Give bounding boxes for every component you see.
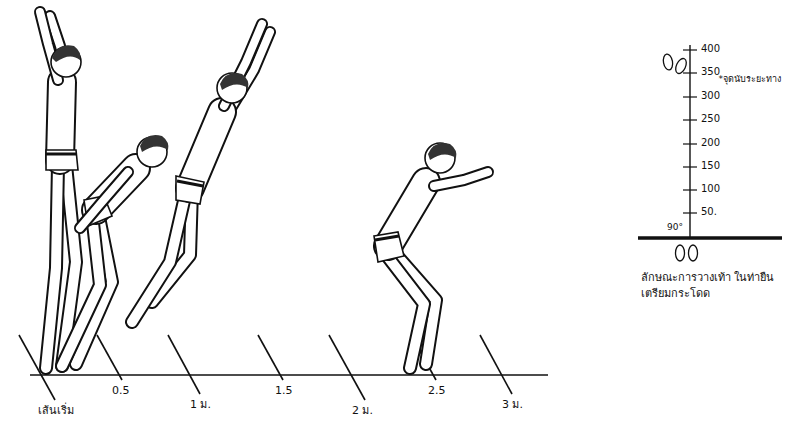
leg (384, 252, 424, 368)
scale-number: 50. (701, 206, 717, 218)
footprint (676, 245, 685, 261)
leg (62, 214, 100, 366)
hair (428, 143, 456, 160)
torso (60, 82, 62, 160)
leg (46, 165, 58, 368)
distance-mark (329, 335, 365, 400)
jumper-figure (62, 135, 168, 366)
footprint (689, 245, 698, 261)
belt (177, 181, 203, 186)
leg (62, 214, 100, 366)
belt (375, 236, 399, 240)
measuring-scale (638, 45, 782, 261)
jumper-figure (374, 143, 488, 368)
distance-label: เส้นเริ่ม (38, 404, 74, 417)
measuring-point-note: *จุดนับระยะทาง (719, 74, 782, 85)
distance-label: 1.5 (275, 384, 293, 397)
scale-number: 350 (701, 66, 720, 78)
scale-axis (689, 45, 690, 237)
torso (60, 82, 62, 160)
distance-label: 3 ม. (502, 398, 523, 411)
scale-tick (683, 166, 697, 167)
belt (46, 153, 77, 156)
distance-label: 2.5 (428, 384, 446, 397)
arm (434, 172, 488, 186)
torso (190, 112, 222, 188)
scale-number: 400 (701, 43, 720, 55)
start-line (638, 236, 782, 240)
torso (190, 112, 222, 188)
footprint (662, 53, 674, 70)
hair (220, 73, 248, 90)
scale-number: 200 (701, 137, 720, 149)
shorts (176, 176, 204, 204)
shorts (374, 232, 404, 262)
angle-label: 90° (667, 222, 683, 233)
jumper-figure (132, 24, 270, 322)
scale-tick (683, 212, 697, 213)
ground (19, 335, 548, 400)
arm (80, 172, 128, 228)
footprint (674, 57, 689, 75)
distance-mark (168, 335, 200, 394)
scale-tick (683, 49, 697, 50)
hair (140, 135, 168, 152)
leg (384, 252, 424, 368)
leg (132, 192, 186, 322)
distance-label: 0.5 (112, 384, 130, 397)
leg (132, 192, 186, 322)
scale-tick (683, 189, 697, 190)
distance-label: 1 ม. (190, 398, 211, 411)
hair (52, 45, 80, 62)
scale-number: 100 (701, 183, 720, 195)
scale-number: 150 (701, 160, 720, 172)
arm (80, 172, 128, 228)
scale-number: 300 (701, 90, 720, 102)
scale-tick (683, 119, 697, 120)
leg (46, 165, 58, 368)
distance-mark (480, 335, 512, 394)
scale-tick (683, 96, 697, 97)
shorts (46, 150, 78, 170)
scale-tick (683, 143, 697, 144)
scale-number: 250 (701, 113, 720, 125)
jumper-figure (40, 12, 81, 368)
foot-position-caption: ลักษณะการวางเท้า ในท่ายืนเตรียมกระโดด (641, 270, 781, 302)
distance-mark (258, 335, 283, 380)
arm (434, 172, 488, 186)
distance-label: 2 ม. (352, 404, 373, 417)
scale-tick (683, 72, 697, 73)
ground-line (30, 374, 548, 376)
distance-mark (97, 335, 122, 380)
